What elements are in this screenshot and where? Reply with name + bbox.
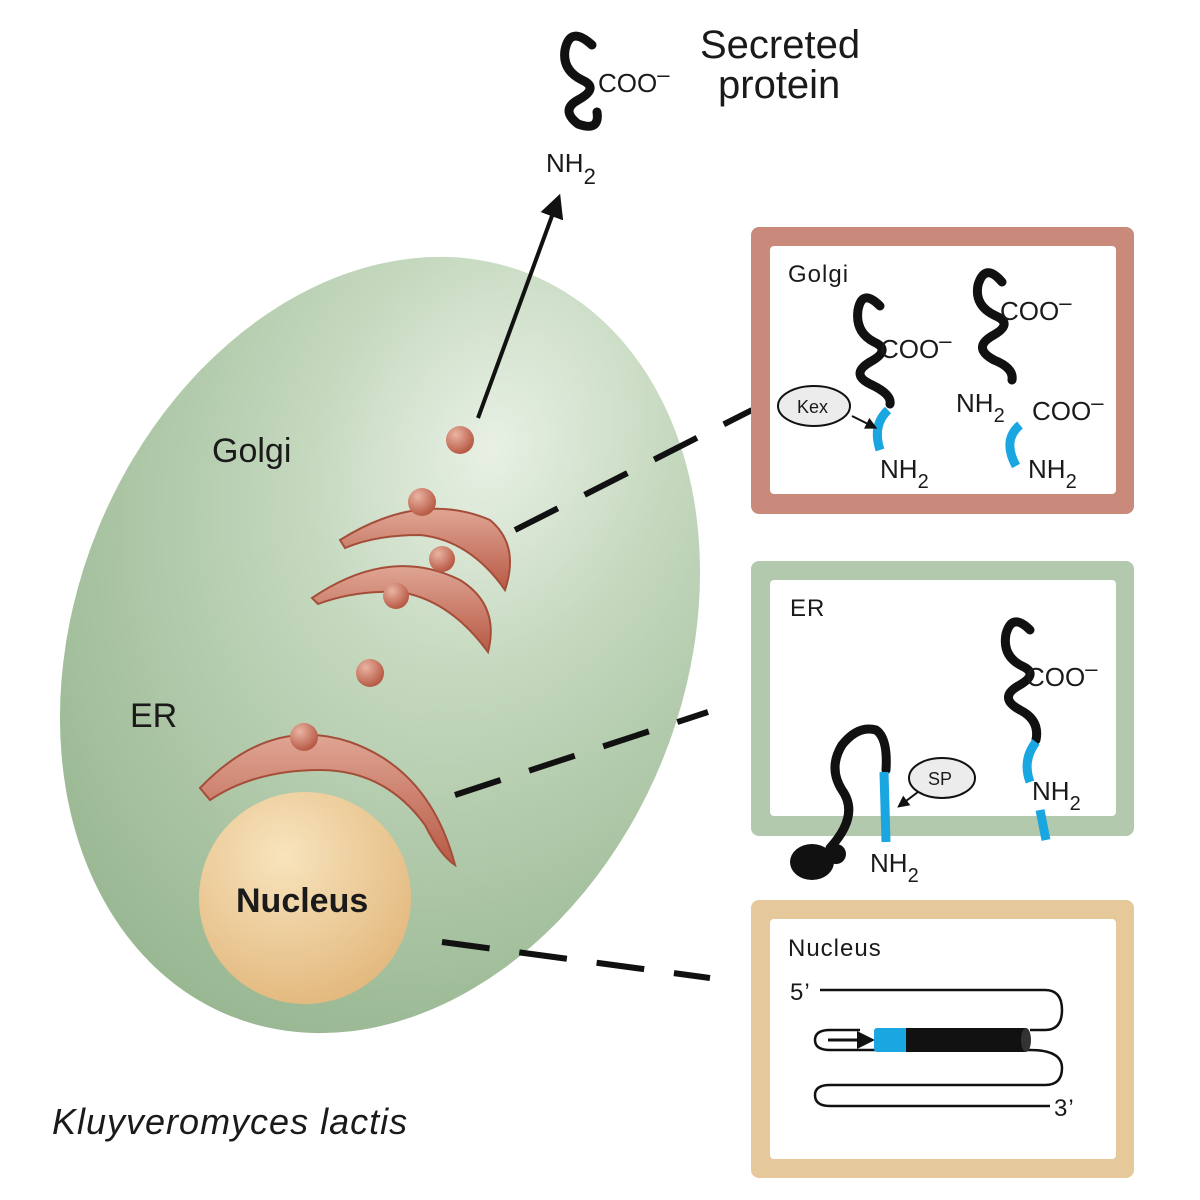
cleaved-signal-segment bbox=[1005, 421, 1024, 469]
golgi-coo-1: COO– bbox=[880, 328, 952, 364]
kex-arrow bbox=[851, 415, 878, 429]
nucleus bbox=[199, 792, 411, 1004]
nucleus-inset-title: Nucleus bbox=[788, 935, 882, 962]
secreted-protein: COO– NH2 bbox=[546, 31, 670, 189]
secreted-title-line1: Secreted bbox=[700, 23, 860, 67]
sp-arrow bbox=[897, 791, 919, 808]
golgi-inset-title: Golgi bbox=[788, 261, 849, 288]
five-prime-label: 5’ bbox=[790, 979, 811, 1006]
transport-vesicle bbox=[356, 659, 384, 687]
er-vesicle bbox=[290, 723, 318, 751]
golgi-nh2-2: NH2 bbox=[956, 388, 1005, 427]
protein-gene-segment bbox=[906, 1028, 1026, 1052]
signal-segment bbox=[872, 406, 892, 452]
nucleus-inset: Nucleus 5’ 3’ bbox=[751, 900, 1134, 1178]
yeast-cell bbox=[59, 256, 701, 1034]
sp-label: SP bbox=[928, 769, 952, 789]
protein-chain bbox=[972, 268, 1017, 385]
kex-label: Kex bbox=[797, 397, 828, 417]
gene-cylinder-end bbox=[1021, 1028, 1031, 1052]
membrane-segment bbox=[1035, 809, 1051, 841]
protein-chain bbox=[560, 31, 602, 131]
er-label: ER bbox=[130, 697, 177, 735]
signal-segment bbox=[1022, 739, 1040, 784]
ribosome bbox=[790, 844, 834, 880]
golgi-vesicle bbox=[429, 546, 455, 572]
golgi-coo-2: COO– bbox=[1000, 290, 1072, 326]
connector-nucleus bbox=[441, 939, 711, 981]
golgi-vesicle bbox=[408, 488, 436, 516]
connector-er bbox=[454, 709, 709, 798]
golgi-nh2-3: NH2 bbox=[1028, 454, 1077, 493]
er-coo: COO– bbox=[1026, 656, 1098, 692]
er-inset: ER NH2 SP COO– NH2 bbox=[751, 561, 1134, 887]
cell-body bbox=[59, 256, 701, 1034]
connector-golgi bbox=[513, 407, 754, 533]
er-inset-title: ER bbox=[790, 595, 825, 622]
protein-chain bbox=[825, 724, 891, 853]
golgi-inset: Golgi COO– NH2 Kex COO– NH2 COO– NH2 bbox=[751, 227, 1134, 514]
golgi-vesicle bbox=[383, 583, 409, 609]
sp-enzyme bbox=[908, 757, 976, 799]
secretory-vesicle bbox=[446, 426, 474, 454]
secreted-coo: COO– bbox=[598, 62, 670, 98]
nucleus-label: Nucleus bbox=[236, 882, 368, 920]
endoplasmic-reticulum bbox=[198, 723, 457, 868]
protein-chain bbox=[853, 293, 895, 409]
kex-enzyme bbox=[777, 385, 851, 427]
signal-peptide bbox=[879, 771, 891, 843]
species-name: Kluyveromyces lactis bbox=[52, 1101, 408, 1142]
secretion-arrow bbox=[476, 193, 564, 419]
protein-chain bbox=[1000, 617, 1042, 745]
three-prime-label: 3’ bbox=[1054, 1095, 1075, 1122]
secreted-nh2: NH2 bbox=[546, 148, 596, 189]
golgi-label: Golgi bbox=[212, 432, 291, 470]
golgi-coo-3: COO– bbox=[1032, 390, 1104, 426]
dna-strand bbox=[813, 988, 1064, 1108]
secreted-title-line2: protein bbox=[718, 63, 840, 107]
er-nh2-2: NH2 bbox=[1032, 776, 1081, 815]
signal-gene-segment bbox=[874, 1028, 908, 1052]
golgi-cisterna-lower bbox=[310, 565, 492, 655]
golgi-apparatus bbox=[310, 488, 511, 655]
er-nh2-1: NH2 bbox=[870, 848, 919, 887]
golgi-nh2-1: NH2 bbox=[880, 454, 929, 493]
